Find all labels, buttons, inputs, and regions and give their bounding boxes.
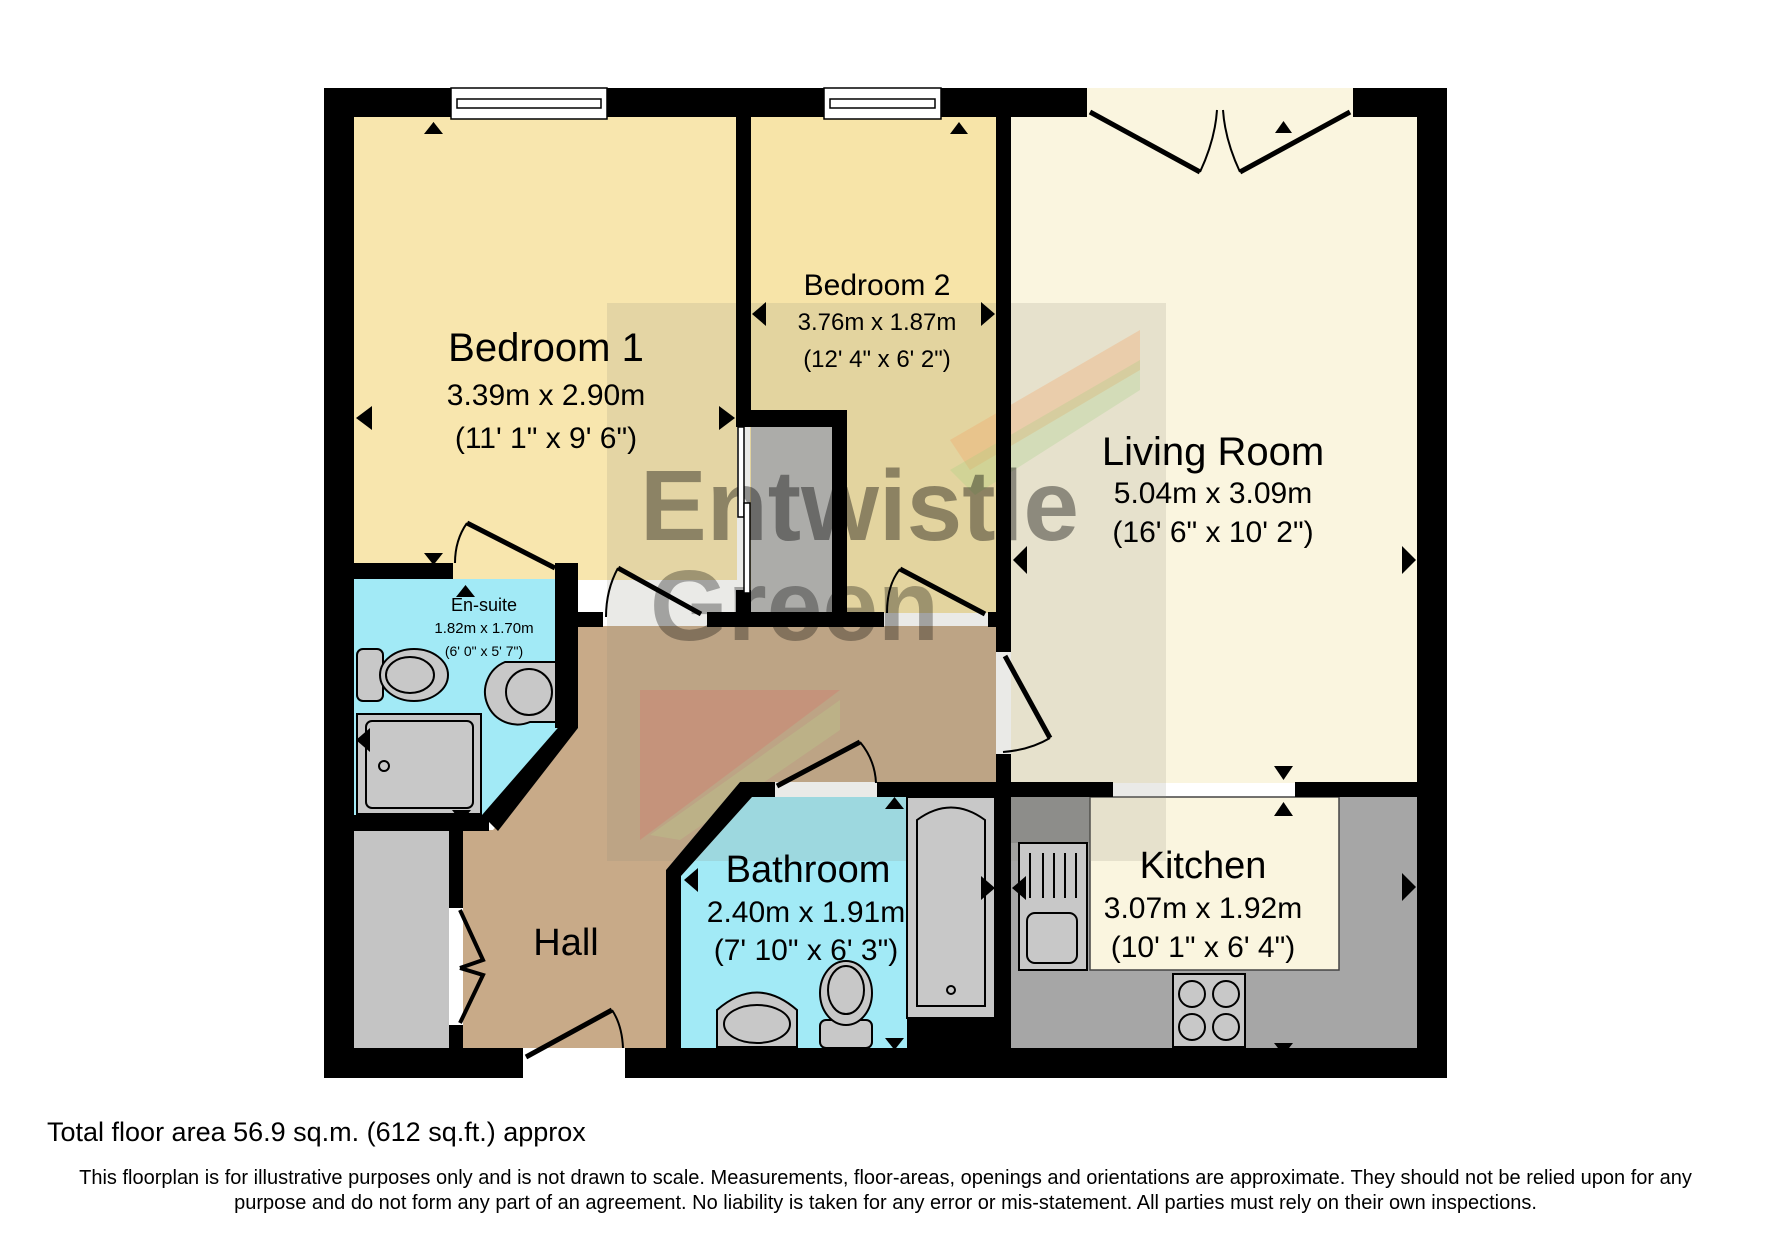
wall-bed2-living	[996, 117, 1011, 652]
wall-bathroom-diagonal	[666, 782, 752, 876]
hall-name: Hall	[533, 922, 598, 964]
living-room-floor	[1011, 117, 1417, 783]
dimension-arrows	[356, 121, 1416, 1055]
disclaimer-line-2: purpose and do not form any part of an a…	[234, 1192, 1537, 1214]
windows	[450, 87, 1353, 120]
wall-hall-top	[707, 612, 884, 627]
watermark: Entwistle Green	[607, 303, 1166, 861]
disclaimer: This floorplan is for illustrative purpo…	[0, 1166, 1771, 1216]
bathroom-metric: 2.40m x 1.91m	[707, 896, 905, 929]
ensuite-imperial: (6' 0" x 5' 7")	[445, 643, 523, 659]
bedroom-1-imperial: (11' 1" x 9' 6")	[455, 422, 637, 455]
room-labels: Bedroom 1 3.39m x 2.90m (11' 1" x 9' 6")…	[434, 269, 1324, 967]
outer-wall-bottom-left	[324, 1048, 523, 1078]
bedroom-2-imperial: (12' 4" x 6' 2")	[803, 346, 951, 373]
bedroom-1-metric: 3.39m x 2.90m	[447, 379, 645, 412]
doors	[454, 109, 1352, 1060]
wall-bathroom-top-right	[877, 782, 1113, 797]
hall-floor	[463, 626, 996, 1048]
living-room-metric: 5.04m x 3.09m	[1114, 477, 1312, 510]
bedroom-1-floor	[354, 117, 737, 580]
living-room-name: Living Room	[1102, 430, 1324, 474]
cupboard-floor	[354, 830, 449, 1048]
total-floor-area: Total floor area 56.9 sq.m. (612 sq.ft.)…	[47, 1117, 586, 1147]
kitchen-metric: 3.07m x 1.92m	[1104, 892, 1302, 925]
wall-ensuite-diagonal	[482, 722, 578, 831]
living-room-imperial: (16' 6" x 10' 2")	[1112, 516, 1313, 549]
shower-drain	[378, 760, 390, 772]
bedroom-2-metric: 3.76m x 1.87m	[798, 309, 957, 336]
wall-ensuite-top	[354, 563, 453, 579]
kitchen-imperial: (10' 1" x 6' 4")	[1111, 931, 1296, 964]
kitchen-name: Kitchen	[1140, 845, 1267, 887]
bath-drain	[946, 985, 956, 995]
bedroom-2-name: Bedroom 2	[804, 269, 951, 302]
kitchen-floor	[1089, 796, 1340, 971]
watermark-line2: Green	[650, 550, 939, 662]
bathroom-imperial: (7' 10" x 6' 3")	[714, 934, 899, 967]
bedroom-1-name: Bedroom 1	[448, 326, 644, 370]
living-doors-opening	[1087, 88, 1353, 117]
ensuite-metric: 1.82m x 1.70m	[434, 620, 533, 637]
kitchen-worktop-dark	[1011, 797, 1090, 843]
wall-kitchen-top-right	[1295, 782, 1417, 797]
fixtures	[356, 648, 1246, 1049]
wall-ensuite-bottom	[354, 815, 489, 831]
arrow-right-icon	[719, 406, 735, 430]
bathroom-name: Bathroom	[726, 849, 891, 891]
disclaimer-line-1: This floorplan is for illustrative purpo…	[79, 1167, 1692, 1189]
arrow-left-icon	[356, 406, 372, 430]
watermark-line1: Entwistle	[640, 450, 1079, 562]
wall-bed1-bed2	[736, 117, 751, 427]
outer-wall-right	[1417, 88, 1447, 1078]
wardrobe	[751, 427, 832, 613]
outer-wall-top-left	[324, 88, 1087, 117]
walls	[324, 88, 1447, 1078]
ensuite-name: En-suite	[451, 595, 517, 615]
outer-wall-left	[324, 88, 354, 1078]
wall-bathroom-left	[666, 870, 681, 1048]
outer-wall-bottom-right	[625, 1048, 1447, 1078]
